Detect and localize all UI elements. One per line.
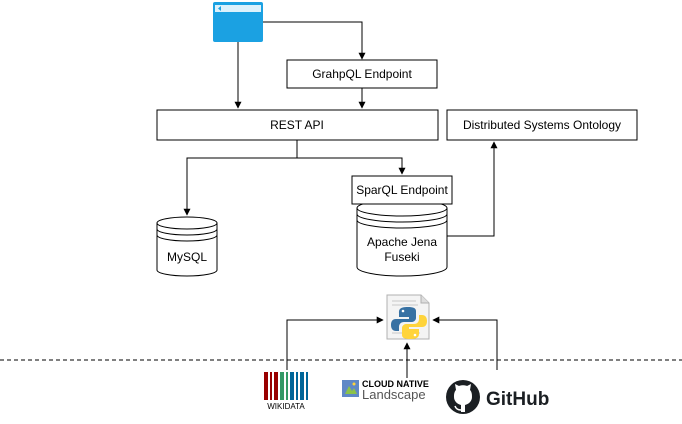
- graphql-endpoint-label: GrahpQL Endpoint: [312, 67, 412, 81]
- edge-browser-to-graphql: [263, 21, 366, 60]
- edge-rest-to-sparql: [297, 157, 406, 175]
- python-script-icon: [386, 294, 430, 340]
- wikidata-wordmark: WIKIDATA: [267, 402, 305, 411]
- sparql-endpoint-node: SparQL Endpoint: [351, 175, 453, 205]
- github-logo: GitHub: [446, 380, 549, 414]
- mysql-label: MySQL: [167, 250, 207, 264]
- edge-rest-to-mysql: [183, 140, 298, 216]
- fuseki-label-line1: Apache Jena: [367, 235, 437, 249]
- wikidata-logo: WIKIDATA: [264, 372, 308, 411]
- cncf-wordmark-line2: Landscape: [362, 387, 426, 402]
- mysql-database: MySQL: [156, 216, 218, 277]
- edge-fuseki-to-ontology: [447, 141, 498, 237]
- ontology-label: Distributed Systems Ontology: [463, 118, 621, 132]
- rest-api-node: REST API: [156, 109, 439, 141]
- fuseki-database: Apache Jena Fuseki: [356, 199, 448, 277]
- edge-wikidata-to-python: [286, 316, 384, 370]
- cncf-landscape-logo: CLOUD NATIVE Landscape: [342, 379, 429, 402]
- fuseki-label-line2: Fuseki: [384, 250, 419, 264]
- cncf-wordmark-line1: CLOUD NATIVE: [362, 379, 429, 389]
- edge-github-to-python: [432, 316, 498, 370]
- github-wordmark: GitHub: [486, 389, 549, 410]
- ontology-node: Distributed Systems Ontology: [446, 109, 638, 141]
- rest-api-label: REST API: [270, 118, 324, 132]
- sparql-endpoint-label: SparQL Endpoint: [356, 183, 448, 197]
- graphql-endpoint-node: GrahpQL Endpoint: [286, 59, 438, 89]
- browser-window-icon: [213, 2, 263, 42]
